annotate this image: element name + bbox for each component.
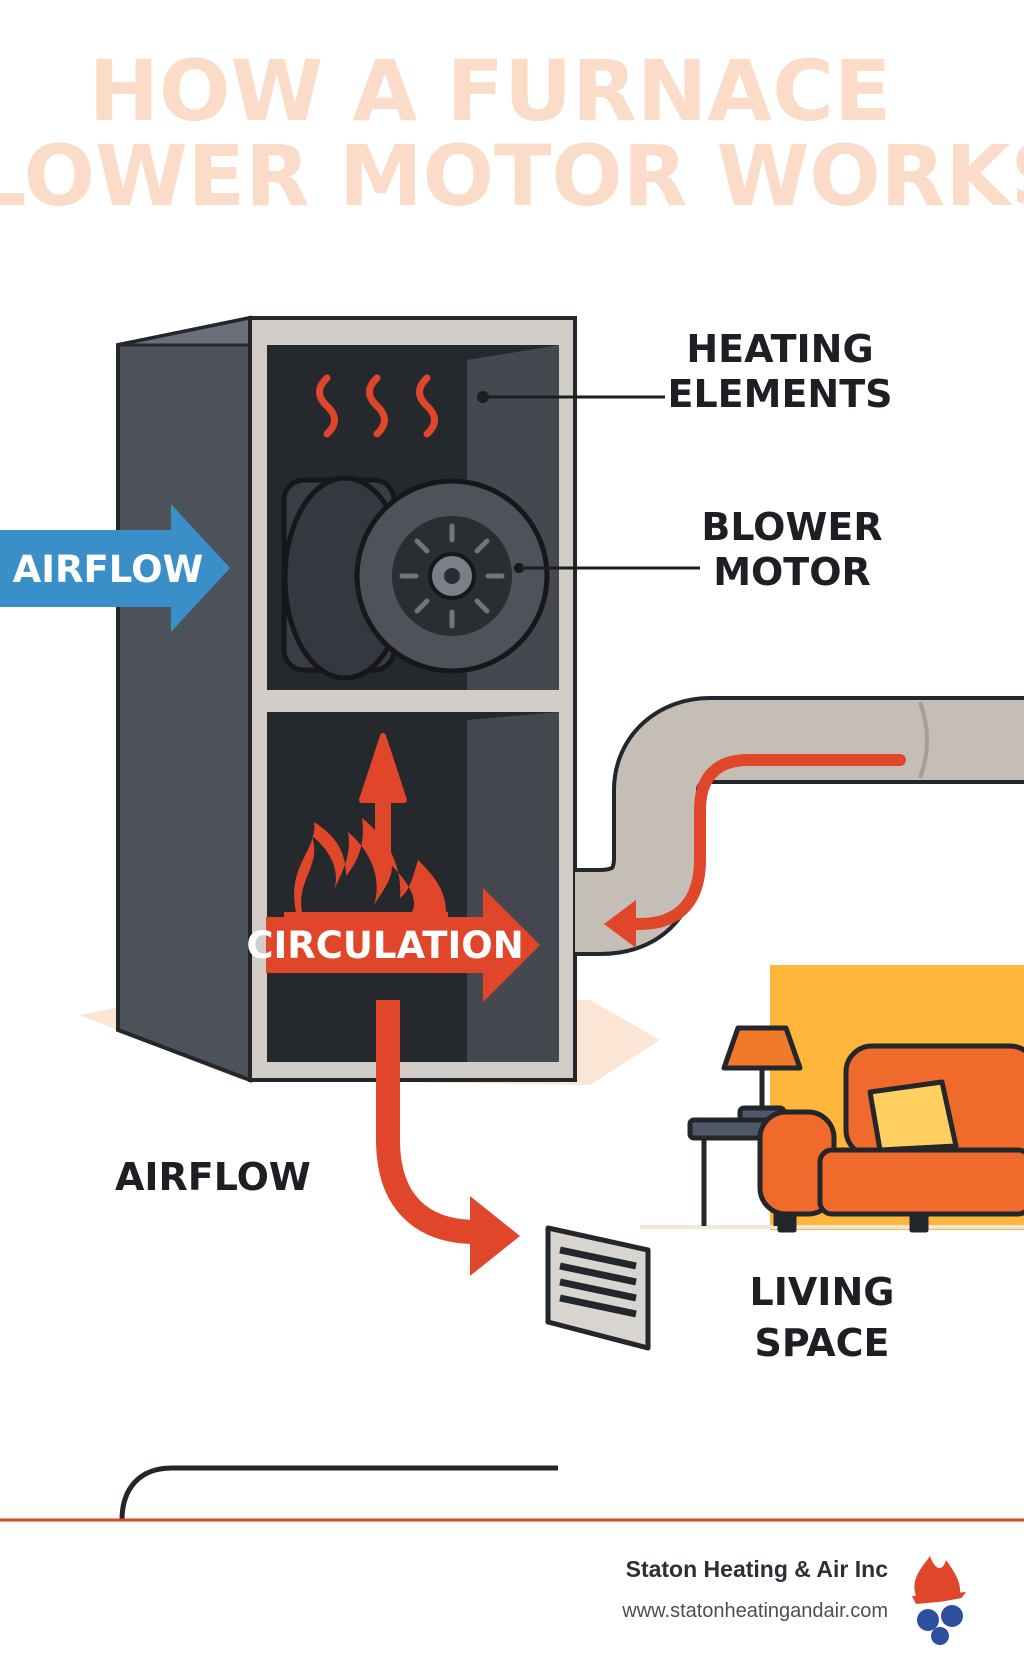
duct-joint (918, 701, 929, 779)
title-line-2: BLOWER MOTOR WORKS (0, 127, 1024, 225)
vent-grille-icon (545, 1225, 651, 1351)
heat-wave-icon (316, 374, 438, 438)
duct-return-arrow (604, 754, 906, 948)
airflow-in-label: AIRFLOW (13, 548, 204, 591)
lamp-icon (721, 1025, 803, 1123)
living-space-scene (640, 965, 1024, 1233)
sofa-icon (757, 1043, 1024, 1233)
blower-motor (281, 475, 550, 681)
fan-icon (392, 516, 512, 636)
living-label-line-1: LIVING (750, 1270, 895, 1314)
circulation-arrow (266, 888, 540, 1002)
heating-label-line-1: HEATING (686, 327, 873, 371)
footer-company: Staton Heating & Air Inc (626, 1556, 889, 1582)
heat-rise-arrow (359, 733, 407, 863)
heating-label-line-2: ELEMENTS (668, 372, 893, 416)
decorative-curve (119, 1465, 558, 1521)
footer-url: www.statonheatingandair.com (621, 1600, 888, 1622)
lower-chamber-side (467, 712, 559, 1062)
blower-label-line-2: MOTOR (713, 550, 871, 594)
title-line-1: HOW A FURNACE (89, 42, 891, 140)
logo-icon (912, 1556, 971, 1645)
living-label-line-2: SPACE (755, 1321, 890, 1365)
blower-label-line-1: BLOWER (701, 505, 882, 549)
circulation-label: CIRCULATION (246, 924, 523, 967)
airflow-down-arrow (376, 1000, 520, 1276)
living-floor (640, 1225, 1024, 1229)
furnace-side-panel (116, 315, 252, 1083)
airflow-out-label: AIRFLOW (115, 1155, 311, 1199)
supply-duct (556, 696, 1024, 956)
airflow-in-arrow (0, 504, 230, 632)
